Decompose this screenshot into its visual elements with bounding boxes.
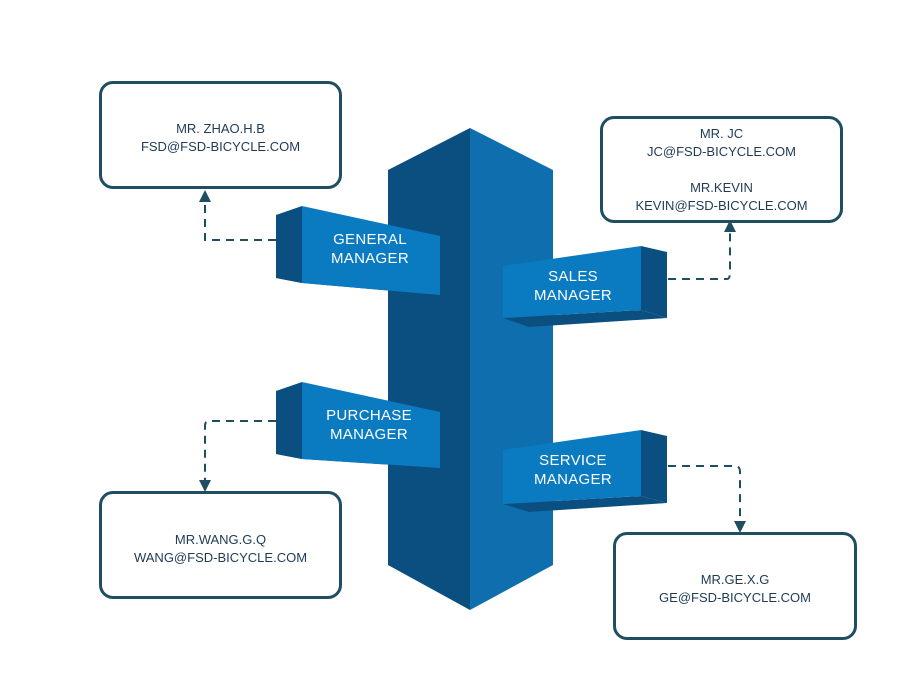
sales-manager-label-line1: SALES <box>548 268 598 285</box>
service-manager-label-line1: SERVICE <box>539 452 607 469</box>
contact-spacer <box>603 161 840 179</box>
contact-name: MR.KEVIN <box>690 180 753 195</box>
service-connector <box>668 465 746 533</box>
sales-manager-bar <box>503 246 667 327</box>
sales-manager-label-line2: MANAGER <box>534 287 612 304</box>
general-manager-contact-card: MR. ZHAO.H.B FSD@FSD-BICYCLE.COM <box>99 81 342 189</box>
general-manager-label: GENERAL MANAGER <box>300 230 440 268</box>
service-manager-label-line2: MANAGER <box>534 471 612 488</box>
tower-left-face <box>388 128 470 610</box>
tower-right-face <box>470 128 553 610</box>
purchase-manager-label-line1: PURCHASE <box>326 407 412 424</box>
contact-email: FSD@FSD-BICYCLE.COM <box>140 139 301 154</box>
service-manager-bar <box>503 430 667 512</box>
general-connector <box>199 190 276 241</box>
purchase-manager-bar <box>276 382 440 468</box>
general-manager-bar <box>276 206 440 295</box>
purchase-manager-contact-card: MR.WANG.G.Q WANG@FSD-BICYCLE.COM <box>99 491 342 599</box>
central-tower <box>388 128 553 610</box>
contact-name: MR.GE.X.G <box>700 572 770 587</box>
sales-connector <box>668 220 736 280</box>
purchase-manager-label-line2: MANAGER <box>330 426 408 443</box>
sales-manager-contact-card: MR. JC JC@FSD-BICYCLE.COM MR.KEVIN KEVIN… <box>600 116 843 223</box>
purchase-manager-label: PURCHASE MANAGER <box>299 406 439 444</box>
general-manager-label-line1: GENERAL <box>333 231 407 248</box>
general-manager-label-line2: MANAGER <box>331 250 409 267</box>
contact-email: WANG@FSD-BICYCLE.COM <box>133 550 308 565</box>
purchase-connector <box>199 420 276 492</box>
contact-name: MR. JC <box>699 126 744 141</box>
service-manager-contact-card: MR.GE.X.G GE@FSD-BICYCLE.COM <box>613 532 857 640</box>
contact-name: MR.WANG.G.Q <box>174 532 267 547</box>
contact-email: JC@FSD-BICYCLE.COM <box>647 144 796 159</box>
contact-email: KEVIN@FSD-BICYCLE.COM <box>635 198 808 213</box>
service-manager-label: SERVICE MANAGER <box>503 451 643 489</box>
contact-email: GE@FSD-BICYCLE.COM <box>659 590 811 605</box>
contact-name: MR. ZHAO.H.B <box>176 121 265 136</box>
sales-manager-label: SALES MANAGER <box>503 267 643 305</box>
